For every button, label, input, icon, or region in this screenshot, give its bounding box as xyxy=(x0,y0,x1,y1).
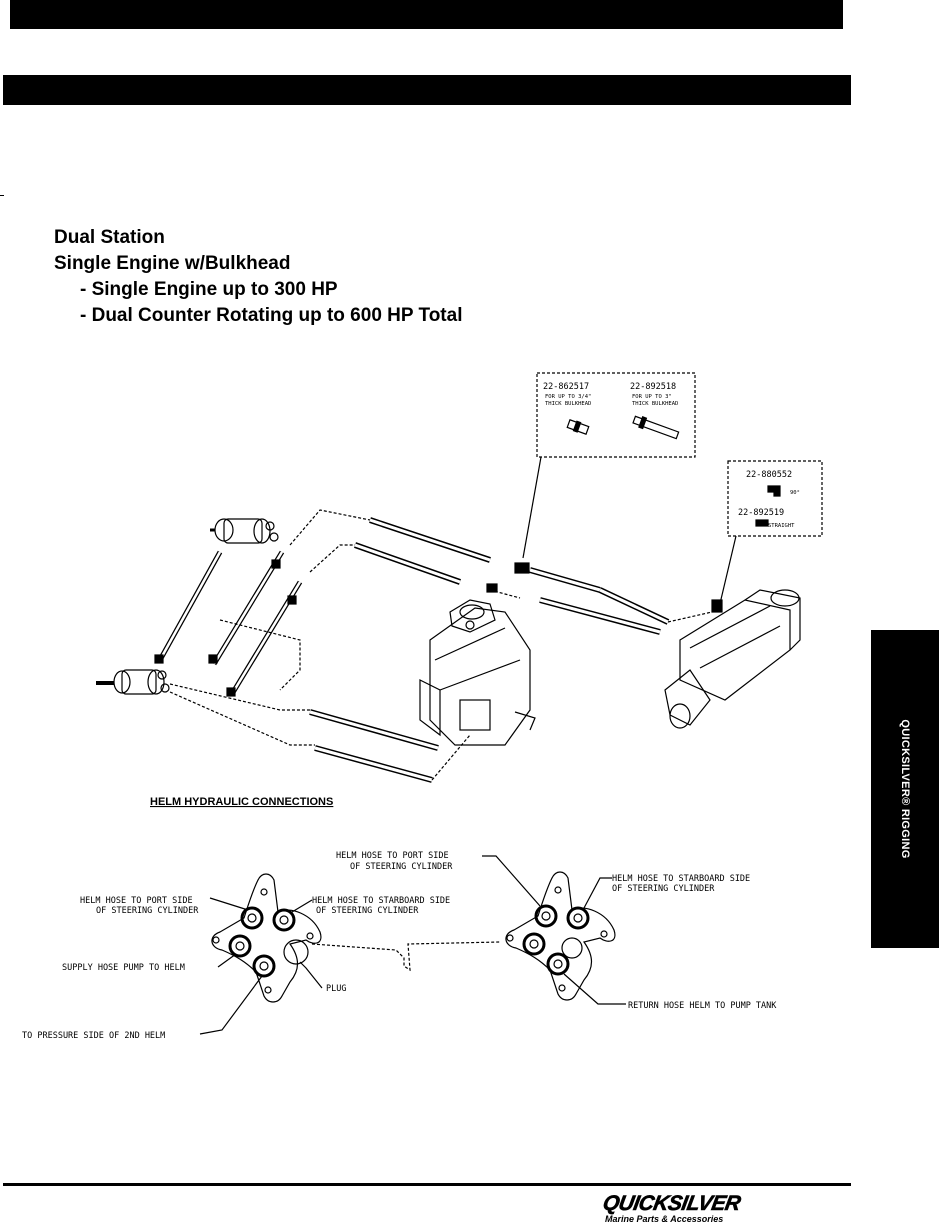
footer-rule xyxy=(3,1183,851,1186)
bulkhead-fitting-callout: 22-862517 FOR UP TO 3/4" THICK BULKHEAD … xyxy=(522,372,696,559)
bulkhead-part-b: 22-892518 xyxy=(630,382,676,392)
right-starboard-label-2: OF STEERING CYLINDER xyxy=(612,884,715,894)
right-port-fitting xyxy=(534,904,558,928)
left-supply-label: SUPPLY HOSE PUMP TO HELM xyxy=(62,963,185,973)
logo-brand: QUICKSILVER xyxy=(601,1192,743,1216)
right-port-label-1: HELM HOSE TO PORT SIDE xyxy=(336,851,449,861)
section-bar xyxy=(3,75,851,105)
bulkhead-part-a-note2: THICK BULKHEAD xyxy=(545,401,591,407)
quicksilver-logo: QUICKSILVER Marine Parts & Accessories xyxy=(601,1192,773,1228)
helm-to-helm-hoses xyxy=(154,550,303,697)
left-starboard-fitting xyxy=(272,908,296,932)
left-port-label-2: OF STEERING CYLINDER xyxy=(96,906,199,916)
right-supply-fitting xyxy=(522,932,546,956)
left-port-label-1: HELM HOSE TO PORT SIDE xyxy=(80,896,193,906)
page-heading: Dual Station Single Engine w/Bulkhead - … xyxy=(54,225,462,329)
right-starboard-fitting xyxy=(566,906,590,930)
cylinder-fitting-callout: 22-880552 90° 22-892519 STRAIGHT xyxy=(717,460,823,613)
bulkhead-part-a: 22-862517 xyxy=(543,382,589,392)
right-return-fitting xyxy=(546,952,570,976)
side-tab[interactable]: QUICKSILVER® RIGGING xyxy=(871,630,939,948)
cylinder-part-a-note: 90° xyxy=(790,490,800,496)
header-bar xyxy=(10,0,843,29)
short-fitting-icon xyxy=(566,419,590,435)
left-plug xyxy=(283,939,309,965)
left-supply-fitting xyxy=(228,934,252,958)
logo-tagline: Marine Parts & Accessories xyxy=(605,1214,724,1224)
long-fitting-icon xyxy=(632,415,680,440)
left-pressure-label: TO PRESSURE SIDE OF 2ND HELM xyxy=(22,1031,165,1041)
left-plug-label: PLUG xyxy=(326,984,346,994)
left-starboard-label-2: OF STEERING CYLINDER xyxy=(316,906,419,916)
straight-fitting-icon xyxy=(755,519,769,527)
heading-line-3: - Single Engine up to 300 HP xyxy=(80,279,338,300)
margin-tick xyxy=(0,195,4,196)
right-port-label-2: OF STEERING CYLINDER xyxy=(350,862,453,872)
bulkhead-part-b-note1: FOR UP TO 3" xyxy=(632,394,672,400)
cylinder-part-b: 22-892519 xyxy=(738,508,784,518)
left-starboard-label-1: HELM HOSE TO STARBOARD SIDE xyxy=(312,896,450,906)
right-center-port xyxy=(561,937,583,959)
cylinder-hoses xyxy=(289,509,713,635)
hydraulic-pump xyxy=(419,599,536,746)
left-pressure-fitting xyxy=(252,954,276,978)
cylinder-part-b-note: STRAIGHT xyxy=(768,523,795,529)
elbow-fitting-icon xyxy=(767,485,781,497)
left-port-fitting xyxy=(240,906,264,930)
bulkhead-part-b-note2: THICK BULKHEAD xyxy=(632,401,678,407)
connections-title: HELM HYDRAULIC CONNECTIONS xyxy=(150,796,333,808)
right-return-label: RETURN HOSE HELM TO PUMP TANK xyxy=(628,1001,777,1011)
left-helm-port-diagram: HELM HOSE TO PORT SIDE OF STEERING CYLIN… xyxy=(22,873,450,1041)
heading-line-2: Single Engine w/Bulkhead xyxy=(54,253,291,274)
lower-helm xyxy=(96,669,170,695)
cylinder-part-a: 22-880552 xyxy=(746,470,792,480)
upper-helm xyxy=(210,518,279,544)
bulkhead-part-a-note1: FOR UP TO 3/4" xyxy=(545,394,591,400)
steering-cylinder xyxy=(664,589,801,729)
right-starboard-label-1: HELM HOSE TO STARBOARD SIDE xyxy=(612,874,750,884)
right-helm-port-diagram: HELM HOSE TO PORT SIDE OF STEERING CYLIN… xyxy=(336,851,777,1011)
heading-line-4: - Dual Counter Rotating up to 600 HP Tot… xyxy=(80,305,463,326)
heading-line-1: Dual Station xyxy=(54,227,165,248)
pump-hoses xyxy=(169,619,471,783)
helm-link-line xyxy=(311,941,501,972)
